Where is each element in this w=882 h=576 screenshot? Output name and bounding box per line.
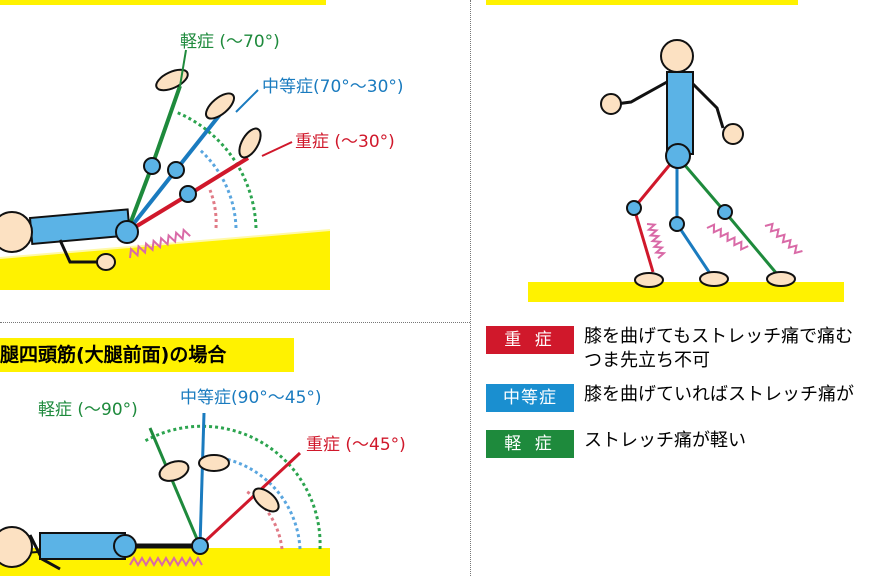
legend-severe: 重 症 膝を曲げてもストレッチ痛で痛む [486, 326, 853, 354]
top-left-banner [0, 0, 326, 5]
lying-leg-raise-diagram [0, 49, 331, 290]
quadriceps-title: 腿四頭筋(大腿前面)の場合 [0, 338, 294, 372]
mild-description: ストレッチ痛が軽い [584, 430, 746, 451]
severe-description-line2: つま先立ち不可 [584, 350, 710, 371]
legend-mild: 軽 症 ストレッチ痛が軽い [486, 430, 746, 458]
severe-description: 膝を曲げてもストレッチ痛で痛む [584, 326, 854, 347]
mild-label-bottom: 軽症 (～90°) [38, 400, 138, 420]
moderate-label-top: 中等症(70°～30°) [262, 77, 404, 97]
severe-label-top: 重症 (～30°) [295, 132, 395, 152]
prone-knee-bend-diagram [0, 412, 330, 576]
severe-label-bottom: 重症 (～45°) [306, 435, 406, 455]
walking-figure-diagram [528, 39, 844, 302]
horizontal-divider [0, 322, 470, 323]
moderate-label-bottom: 中等症(90°～45°) [180, 388, 322, 408]
mild-badge: 軽 症 [486, 430, 574, 458]
vertical-divider [470, 0, 471, 576]
top-right-banner [486, 0, 798, 5]
severe-badge: 重 症 [486, 326, 574, 354]
mild-label-top: 軽症 (～70°) [180, 32, 280, 52]
moderate-badge: 中等症 [486, 384, 574, 412]
legend-moderate: 中等症 膝を曲げていればストレッチ痛が [486, 384, 854, 412]
moderate-description: 膝を曲げていればストレッチ痛が [584, 384, 854, 405]
